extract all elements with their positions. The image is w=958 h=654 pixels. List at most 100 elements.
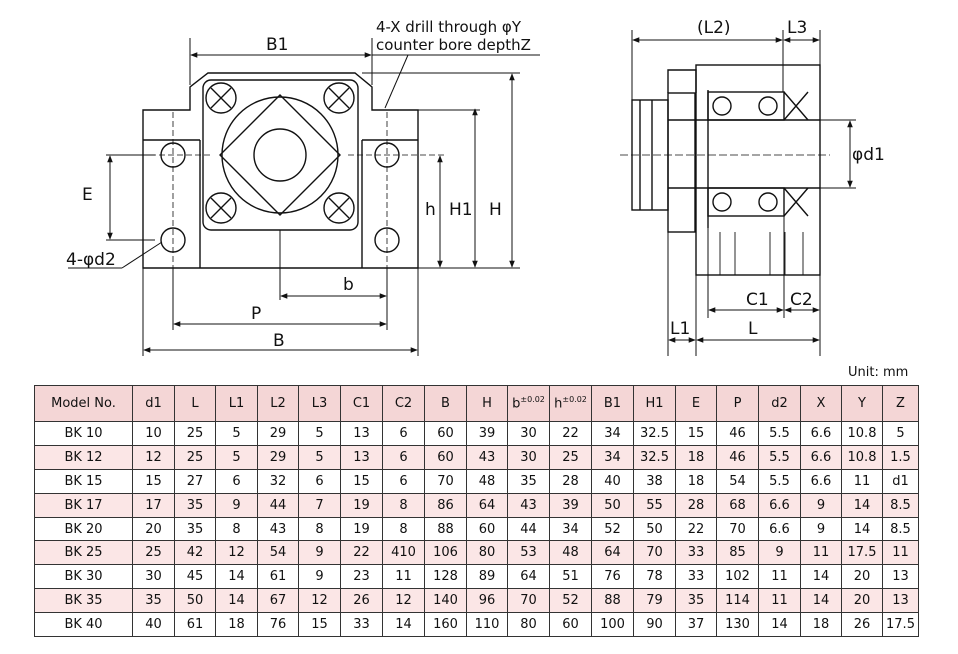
table-cell: 11 xyxy=(800,540,842,566)
table-cell: 11 xyxy=(882,540,919,566)
table-cell: 32.5 xyxy=(633,444,676,470)
table-cell: 6 xyxy=(382,468,425,494)
model-cell: BK 10 xyxy=(34,421,133,446)
table-cell: 80 xyxy=(507,612,550,638)
side-end-cover xyxy=(667,92,696,233)
table-cell: 5 xyxy=(215,444,258,470)
header-l1: L1 xyxy=(215,385,258,422)
table-cell: 70 xyxy=(507,588,550,614)
table-cell: 11 xyxy=(382,564,425,590)
table-cell: 140 xyxy=(424,588,467,614)
table-cell: 34 xyxy=(549,516,592,542)
table-cell: 1.5 xyxy=(882,444,919,470)
table-cell: 18 xyxy=(215,612,258,638)
dim-p-label: P xyxy=(251,304,261,324)
model-cell: BK 15 xyxy=(34,468,133,494)
dim-l3-label: L3 xyxy=(787,18,807,38)
table-cell: 15 xyxy=(340,468,383,494)
header-h-small-tolerance: ±0.02 xyxy=(562,395,587,405)
table-cell: 6.6 xyxy=(758,516,801,542)
table-cell: 6.6 xyxy=(758,492,801,518)
table-cell: 33 xyxy=(340,612,383,638)
table-cell: 35 xyxy=(132,588,175,614)
table-cell: 17 xyxy=(132,492,175,518)
side-bearing-top xyxy=(707,91,785,121)
table-cell: 13 xyxy=(882,564,919,590)
front-counterbore-holes xyxy=(205,82,355,224)
table-cell: 33 xyxy=(675,540,717,566)
table-cell: 12 xyxy=(382,588,425,614)
table-cell: 39 xyxy=(466,421,508,446)
dim-e-label: E xyxy=(82,185,93,205)
front-body-outline xyxy=(142,72,419,269)
table-cell: 9 xyxy=(758,540,801,566)
table-cell: 12 xyxy=(132,444,175,470)
dim-c1-label: C1 xyxy=(746,290,769,310)
table-cell: 35 xyxy=(507,468,550,494)
table-cell: 18 xyxy=(675,468,717,494)
table-cell: 10.8 xyxy=(841,421,883,446)
table-cell: 14 xyxy=(841,516,883,542)
drill-note-line1: 4-X drill through φY xyxy=(376,18,522,36)
table-cell: 6.6 xyxy=(800,444,842,470)
header-c2: C2 xyxy=(382,385,425,422)
table-cell: 25 xyxy=(174,444,216,470)
header-model: Model No. xyxy=(34,385,133,422)
front-diamond-housing xyxy=(219,94,341,216)
table-cell: 5.5 xyxy=(758,421,801,446)
table-cell: 38 xyxy=(633,468,676,494)
table-cell: 88 xyxy=(591,588,634,614)
table-cell: 128 xyxy=(424,564,467,590)
table-cell: 70 xyxy=(633,540,676,566)
drill-note-line2: counter bore depthZ xyxy=(376,36,531,54)
table-cell: 80 xyxy=(466,540,508,566)
table-cell: 22 xyxy=(549,421,592,446)
side-bearing-bottom xyxy=(707,187,785,217)
table-cell: 23 xyxy=(340,564,383,590)
table-cell: 11 xyxy=(841,468,883,494)
table-cell: 15 xyxy=(675,421,717,446)
header-b-small: b±0.02 xyxy=(507,385,550,422)
table-cell: 18 xyxy=(800,612,842,638)
table-cell: 9 xyxy=(298,540,341,566)
dim-h-small-label: h xyxy=(425,200,436,220)
header-x: X xyxy=(800,385,842,422)
front-view xyxy=(142,72,444,269)
table-cell: 15 xyxy=(298,612,341,638)
header-b-small-tolerance: ±0.02 xyxy=(520,395,545,405)
table-cell: 52 xyxy=(591,516,634,542)
table-cell: 8 xyxy=(298,516,341,542)
dim-b-small-label: b xyxy=(343,275,354,295)
header-h1: H1 xyxy=(633,385,676,422)
table-cell: 28 xyxy=(675,492,717,518)
header-l2: L2 xyxy=(257,385,299,422)
header-e: E xyxy=(675,385,717,422)
table-cell: 12 xyxy=(215,540,258,566)
table-cell: 30 xyxy=(507,421,550,446)
table-cell: 78 xyxy=(633,564,676,590)
table-cell: 14 xyxy=(382,612,425,638)
table-cell: 70 xyxy=(716,516,759,542)
table-cell: 64 xyxy=(507,564,550,590)
table-cell: 5.5 xyxy=(758,444,801,470)
table-cell: 17.5 xyxy=(841,540,883,566)
table-cell: 25 xyxy=(132,540,175,566)
table-cell: 30 xyxy=(132,564,175,590)
table-cell: 46 xyxy=(716,444,759,470)
side-housing-top-step xyxy=(667,69,697,93)
table-cell: 20 xyxy=(132,516,175,542)
table-cell: 61 xyxy=(257,564,299,590)
dim-l2-label: (L2) xyxy=(697,18,731,38)
header-b: B xyxy=(424,385,467,422)
table-cell: 61 xyxy=(174,612,216,638)
table-cell: 9 xyxy=(800,492,842,518)
table-cell: 110 xyxy=(466,612,508,638)
front-shaft-bore xyxy=(253,128,307,182)
header-b-small-text: b xyxy=(512,396,521,412)
table-cell: 48 xyxy=(549,540,592,566)
table-cell: 35 xyxy=(174,516,216,542)
header-z: Z xyxy=(882,385,919,422)
